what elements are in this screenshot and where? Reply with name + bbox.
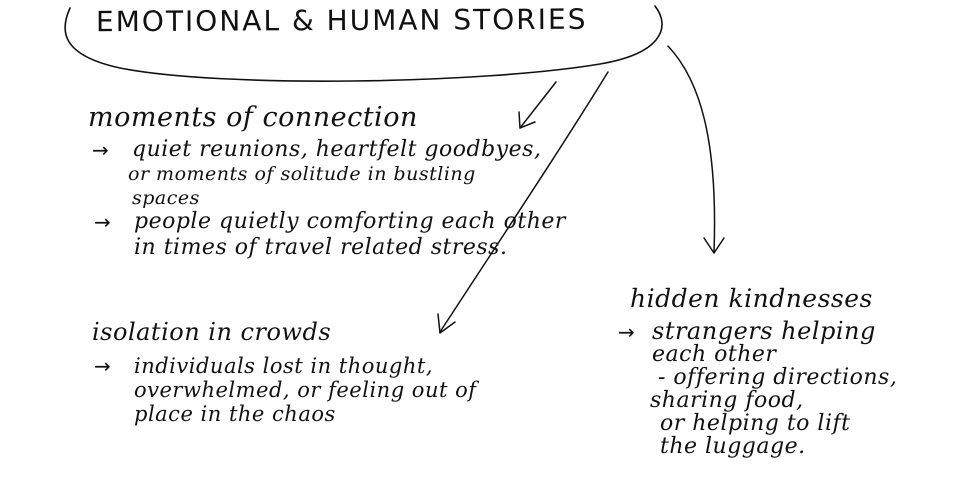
section-heading-kindnesses: hidden kindnesses [630,284,873,313]
bullet-line: people quietly comforting each other [134,209,566,234]
bullet-line: or moments of solitude in bustling [128,163,476,185]
bullet-text: strangers helping each other - offering … [650,317,898,459]
bullet-arrow-icon: → [618,320,635,344]
bullet-arrow-icon: → [94,354,111,378]
arrowhead-kindnesses-icon [703,237,725,254]
connector-arrow-kindnesses [667,45,716,253]
bullet-text: people quietly comforting each other in … [134,210,566,260]
bullet-line: sharing food, [650,388,804,413]
title-ellipse [64,5,663,82]
page-title: EMOTIONAL & HUMAN STORIES [95,2,588,39]
bullet-line: individuals lost in thought, [134,354,434,378]
bullet-arrow-icon: → [94,210,111,234]
bullet-line: or helping to lift [660,411,851,436]
arrowhead-moments-icon [518,111,536,129]
bullet-arrow-icon: → [92,138,109,162]
bullet-line: each other [652,342,777,367]
bullet-line: strangers helping [652,317,876,345]
bullet-line: - offering directions, [658,365,898,390]
section-heading-isolation: isolation in crowds [92,318,332,346]
bullet-text: individuals lost in thought, overwhelmed… [134,354,477,426]
bullet-line: quiet reunions, heartfelt goodbyes, [132,137,542,162]
bullet-text: quiet reunions, heartfelt goodbyes, or m… [128,137,542,210]
bullet-line: spaces [132,187,200,209]
arrowhead-isolation-icon [437,313,456,334]
bullet-line: overwhelmed, or feeling out of [134,378,477,402]
bullet-line: in times of travel related stress. [134,235,508,260]
section-heading-moments: moments of connection [88,102,418,133]
connector-arrow-moments [519,81,557,129]
connector-arrow-isolation [439,71,609,333]
bullet-line: place in the chaos [134,402,336,426]
bullet-line: the luggage. [660,434,806,459]
